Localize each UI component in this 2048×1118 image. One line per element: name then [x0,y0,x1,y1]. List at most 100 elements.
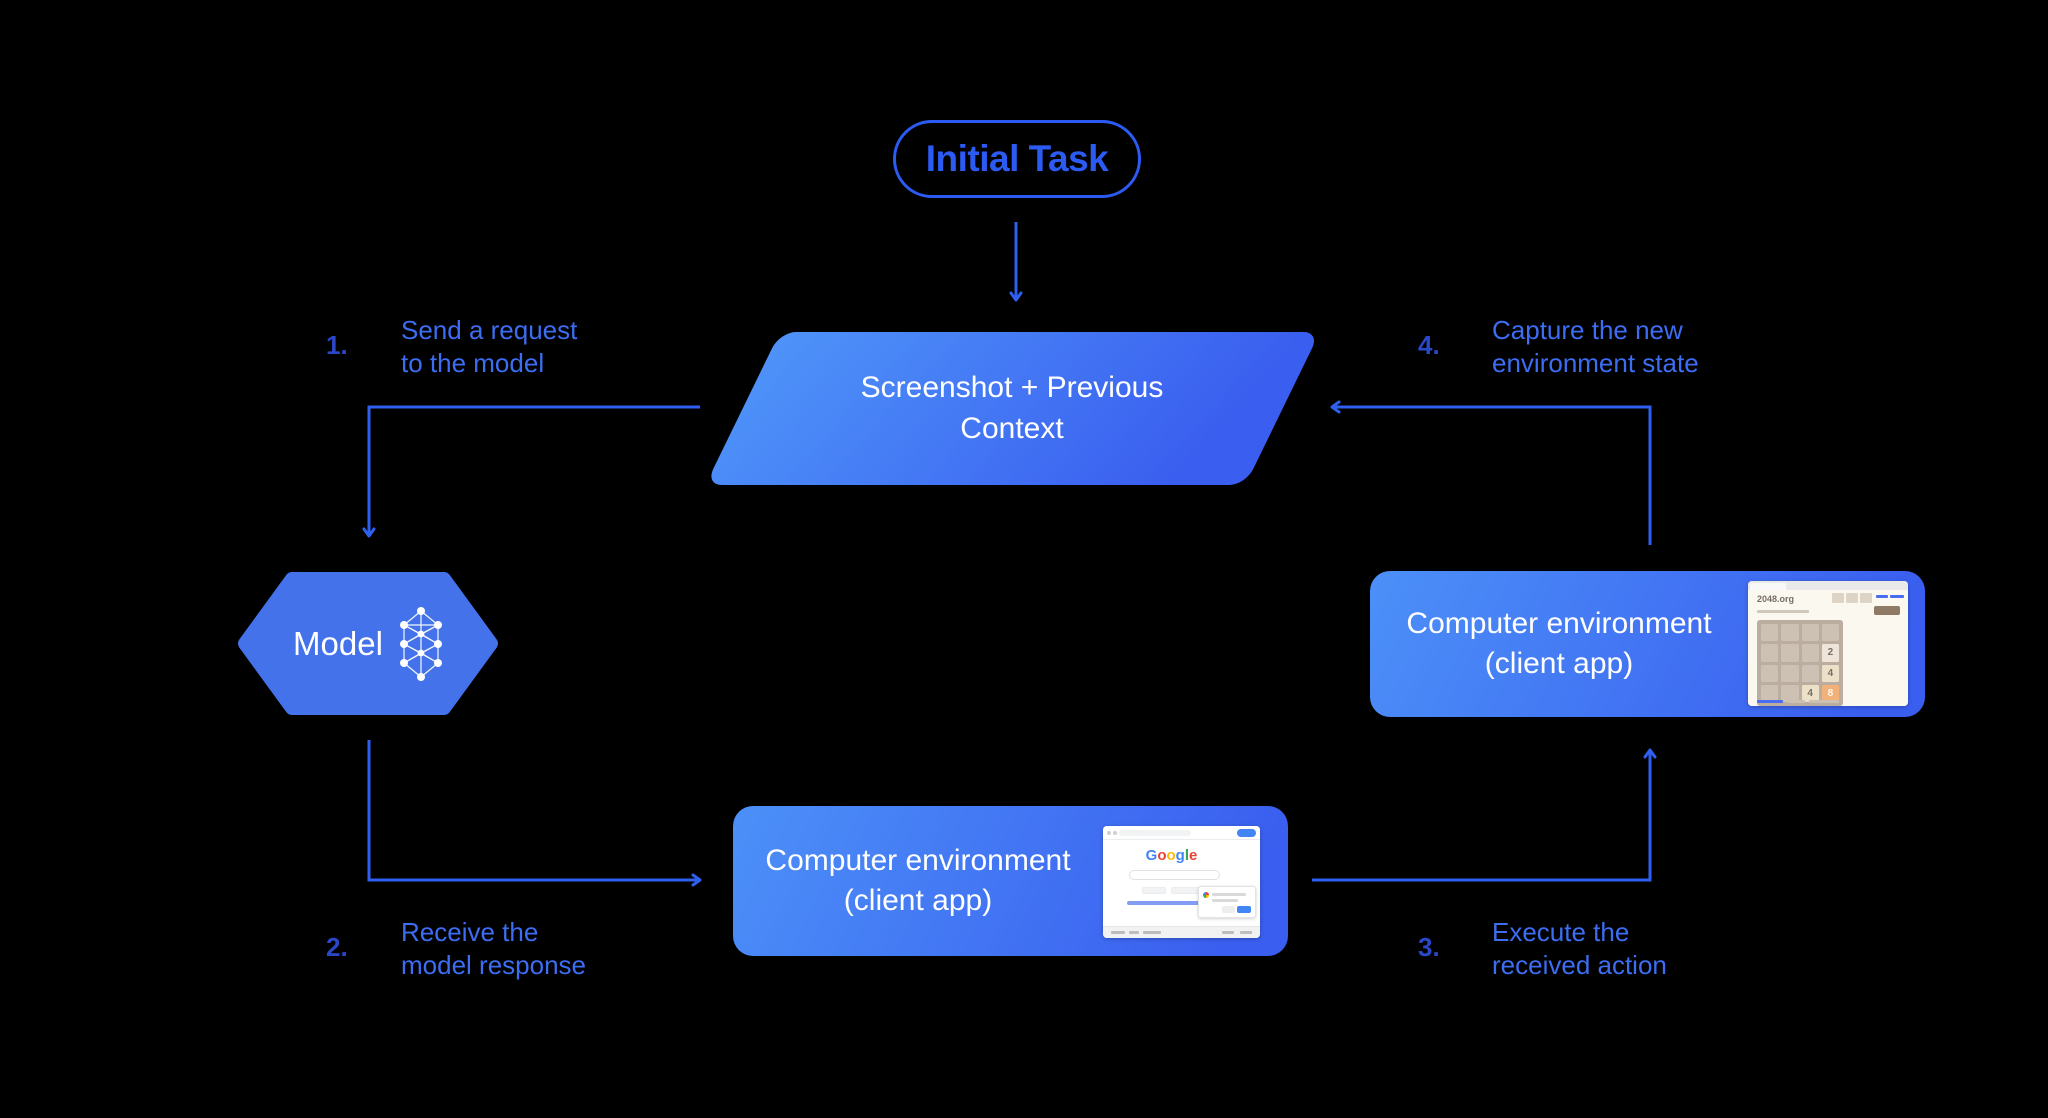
dialog-secondary-button [1222,906,1235,913]
step4-label: Capture the new environment state [1492,314,1699,380]
game-tile-8: 8 [1821,684,1839,702]
model-node-shape [238,572,498,715]
step1-label-line2: to the model [401,347,545,378]
game-site-title: 2048.org [1757,594,1795,604]
env-bottom-label-line1: Computer environment [765,843,1071,877]
context-node-label: Screenshot + Previous Context [752,332,1272,485]
score-box [1832,593,1844,603]
initial-task-label: Initial Task [925,138,1109,179]
game-cell [1781,624,1799,642]
arrow-env-to-context [1330,400,1652,545]
context-label-line2: Context [960,411,1064,445]
game-cell [1781,664,1799,682]
env-right-label-line1: Computer environment [1406,606,1712,640]
google-logo-letter: o [1166,847,1176,864]
lucky-button-placeholder [1171,887,1201,894]
chrome-dot [1113,831,1117,835]
google-search-box [1129,870,1220,880]
game-cell [1761,684,1779,702]
game-cell [1781,684,1799,702]
google-logo: Google [1103,848,1240,863]
dialog-text-bar [1212,893,1246,896]
step2-label-line2: model response [401,949,586,980]
google-signin-dialog [1198,886,1256,918]
game-cell [1801,664,1819,682]
game-link-bar [1876,595,1888,598]
game-tile-2: 2 [1821,644,1839,662]
model-node: Model [238,572,498,715]
google-search-screenshot: Google [1103,826,1260,938]
context-label-line1: Screenshot + Previous [860,371,1164,405]
game-cell [1761,644,1779,662]
google-logo-letter: G [1145,847,1158,864]
arrow-context-to-model [362,405,700,538]
footer-link-bar [1129,931,1139,934]
search-button-placeholder [1142,887,1166,894]
step4-label-line2: environment state [1492,347,1699,378]
google-logo-letter: g [1175,847,1185,864]
game-link-bar [1890,595,1904,598]
score-box [1860,593,1872,603]
step2-label: Receive the model response [401,916,586,982]
step1-number: 1. [326,330,348,360]
env-node-bottom: Computer environment (client app) Google [733,806,1288,956]
initial-task-node: Initial Task [893,120,1141,198]
game-tile-4: 4 [1821,664,1839,682]
browser-chrome [1103,826,1260,840]
google-logo-letter: l [1184,847,1189,864]
step1-label-line1: Send a request [401,315,578,345]
chrome-dot [1107,831,1111,835]
step4-label-line1: Capture the new [1492,315,1683,345]
step1-label: Send a request to the model [401,314,577,380]
step3-label: Execute the received action [1492,916,1667,982]
browser-chrome [1748,581,1908,590]
step4-number: 4. [1418,330,1440,360]
env-right-label-line2: (client app) [1484,647,1634,680]
env-right-label: Computer environment (client app) [1370,571,1748,717]
step2-number: 2. [326,932,348,962]
arrow-model-to-env [367,740,702,887]
arrow-env-to-env [1312,748,1657,882]
step2-label-line1: Receive the [401,917,539,947]
footer-link-bar [1143,931,1161,934]
game-footer-text-bar [1809,700,1839,703]
new-game-button [1874,606,1900,615]
game-tile-4: 4 [1801,684,1819,702]
neural-network-icon [399,606,442,681]
game-subtitle-bar [1757,610,1809,613]
dialog-primary-button [1237,906,1251,913]
step3-number: 3. [1418,932,1440,962]
google-logo-letter: o [1157,847,1167,864]
env-bottom-label-line2: (client app) [843,884,993,917]
game-footer-links [1757,700,1839,703]
footer-link-bar [1222,931,1234,934]
address-bar [1119,830,1191,836]
game-cell [1801,644,1819,662]
browser-blue-button [1237,829,1256,837]
google-g-icon [1203,892,1209,898]
game-cell [1801,624,1819,642]
game-footer-link-bar [1757,700,1783,703]
step3-label-line1: Execute the [1492,917,1630,947]
browser-tab [1750,583,1786,590]
dialog-text-bar [1212,899,1238,902]
game-cell [1781,644,1799,662]
game-cell [1821,624,1839,642]
footer-link-bar [1240,931,1252,934]
model-label: Model [293,624,383,662]
env-node-right: Computer environment (client app) 2048.o… [1370,571,1925,717]
game-cell [1761,664,1779,682]
google-logo-letter: e [1189,847,1198,864]
env-bottom-label: Computer environment (client app) [733,806,1103,956]
google-footer [1103,926,1260,938]
step3-label-line2: received action [1492,949,1667,980]
footer-link-bar [1111,931,1125,934]
google-link-bar [1127,901,1216,905]
game-cell [1761,624,1779,642]
score-box [1846,593,1858,603]
